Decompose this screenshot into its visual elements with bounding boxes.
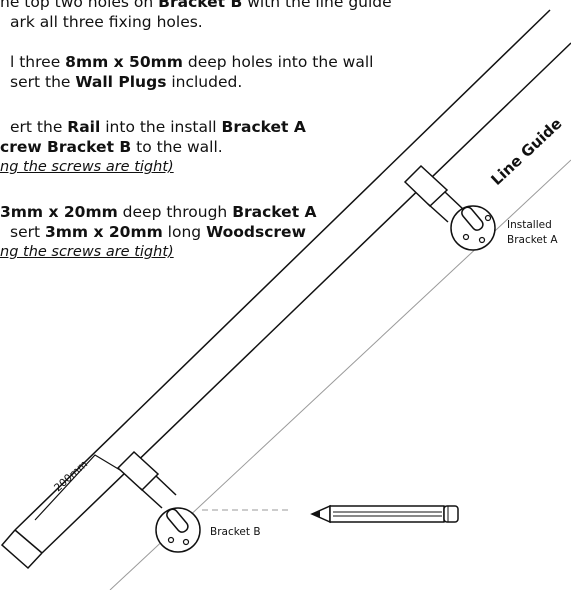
screw-size-ref: 3mm x 20mm [45, 223, 163, 241]
step3-text: to the wall. [131, 138, 223, 156]
step4-line1: 3mm x 20mm deep through Bracket A [0, 203, 317, 222]
bracket-b-ref: Bracket B [158, 0, 243, 11]
rail-edge-upper [14, 9, 551, 531]
step2-text: sert the [10, 73, 76, 91]
step2-text: l three [10, 53, 66, 71]
measurement-guide [34, 454, 121, 521]
step4-text: deep through [117, 203, 233, 221]
step4-line2: sert 3mm x 20mm long Woodscrew [10, 223, 306, 242]
measurement-box [0, 529, 43, 570]
bracket-a-ref: Bracket A [221, 118, 306, 136]
step4-note: ng the screws are tight) [0, 244, 174, 260]
pencil-icon [310, 504, 459, 524]
step3-text: into the install [100, 118, 222, 136]
rail-end [14, 529, 43, 554]
step1-text: with the line guide [242, 0, 392, 11]
rail-edge-lower [41, 42, 571, 554]
drill-size-ref: 3mm x 20mm [0, 203, 118, 221]
bracket-b [155, 507, 201, 553]
measurement-label: 200mm [52, 458, 90, 494]
step4-text: long [162, 223, 207, 241]
step2-line2: sert the Wall Plugs included. [10, 73, 242, 92]
bracket-b-label: Bracket B [210, 526, 261, 538]
bracket-a-label-line2: Bracket A [507, 234, 558, 246]
step1-text: ark all three fixing holes. [10, 13, 203, 31]
bracket-a-ref: Bracket A [232, 203, 317, 221]
step2-line1: l three 8mm x 50mm deep holes into the w… [10, 53, 373, 72]
bracket-a [450, 205, 496, 251]
bracket-b-ref: crew Bracket B [0, 138, 132, 156]
step1-line1: ne top two holes on Bracket B with the l… [0, 0, 392, 12]
step4-text: sert [10, 223, 45, 241]
wall-plugs-ref: Wall Plugs [75, 73, 167, 91]
step3-line2: crew Bracket B to the wall. [0, 138, 223, 157]
rail-ref: Rail [67, 118, 101, 136]
step1-text: ne top two holes on [0, 0, 159, 11]
step3-note: ng the screws are tight) [0, 159, 174, 175]
step3-line1: ert the Rail into the install Bracket A [10, 118, 306, 137]
step1-line2: ark all three fixing holes. [10, 13, 203, 32]
step3-text: ert the [10, 118, 68, 136]
line-guide-label: Line Guide [487, 114, 565, 188]
hole-size-ref: 8mm x 50mm [65, 53, 183, 71]
bracket-a-label-line1: Installed [507, 219, 552, 231]
step2-text: deep holes into the wall [182, 53, 374, 71]
step2-text: included. [166, 73, 243, 91]
bracket-b-collar [116, 450, 177, 509]
woodscrew-ref: Woodscrew [206, 223, 306, 241]
bracket-a-collar [403, 164, 465, 223]
